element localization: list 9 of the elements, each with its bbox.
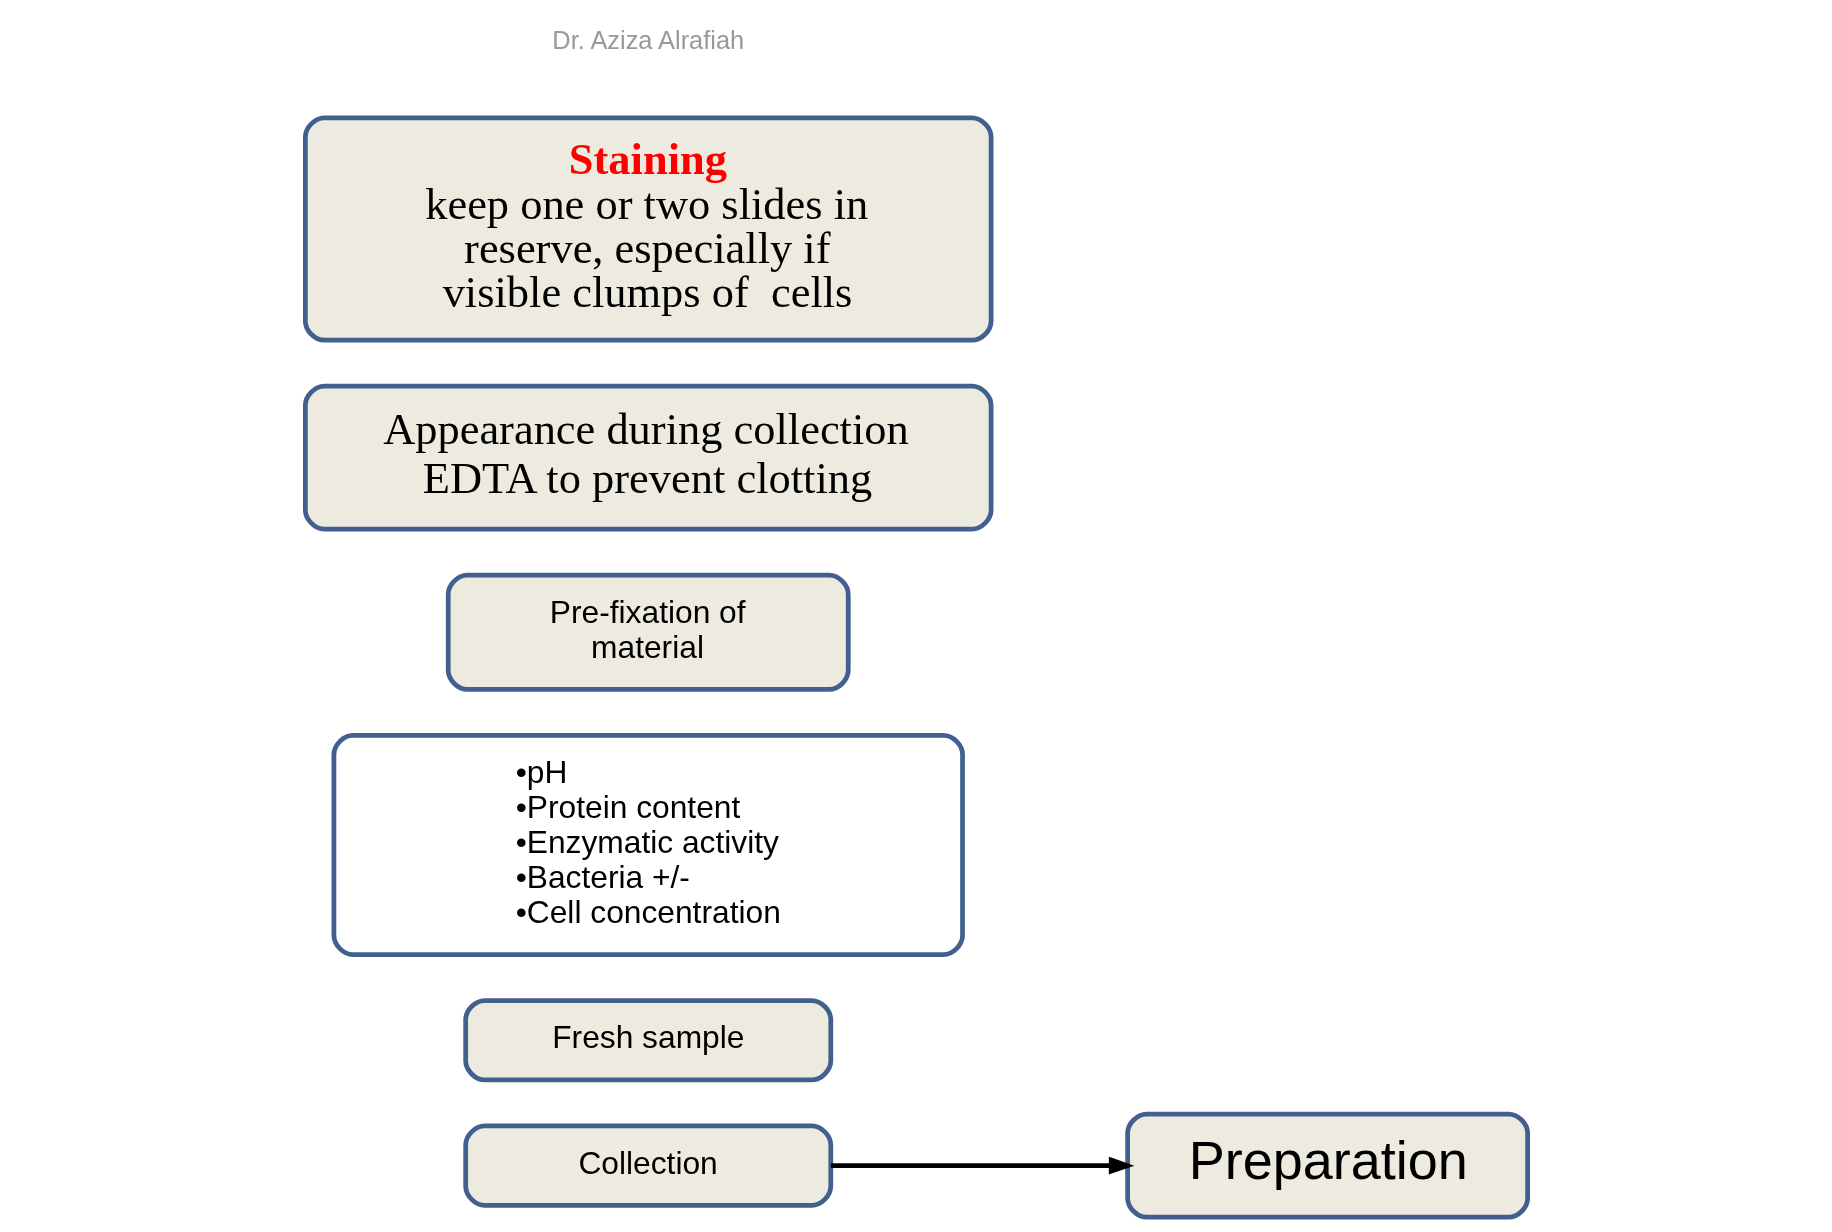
node-box: Appearance during collection EDTA to prevent clotting xyxy=(302,383,993,532)
node-box: Fresh sample xyxy=(462,998,833,1083)
label: Dr. Aziza Alrafiah xyxy=(551,26,744,55)
arrow xyxy=(830,1156,1134,1175)
node-box: •pH •Protein content •Enzymatic activity •Bacteria +/- •Cell concentration xyxy=(331,733,965,957)
node-box: Collection xyxy=(462,1123,833,1208)
node-box: Preparation xyxy=(1124,1111,1530,1220)
node-box: Staining keep one or two slides in reserve, especially if visible clumps of cells xyxy=(302,115,993,343)
node-box: Pre-fixation of material xyxy=(445,572,851,692)
